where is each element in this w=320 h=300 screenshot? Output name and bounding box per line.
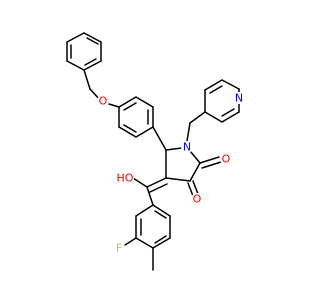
bond (146, 177, 167, 188)
bond (221, 79, 240, 90)
bond (123, 102, 137, 111)
bond (86, 37, 99, 45)
bond (221, 111, 240, 123)
bond (186, 122, 191, 142)
fluorine-label: F (116, 242, 122, 255)
bond (135, 204, 154, 217)
ether-oxygen-label: O (99, 95, 108, 108)
molecule-structure-diagram: O N N O O HO F (66, 32, 245, 271)
bond (165, 177, 191, 182)
bond (189, 162, 201, 182)
bond (83, 69, 91, 90)
bond (192, 180, 199, 195)
bond (66, 60, 85, 71)
bond (209, 85, 223, 94)
bond (108, 103, 120, 108)
hydroxyl-group-atom: HO (116, 172, 134, 185)
bond (152, 204, 171, 217)
ketone-oxygen-upper-label: O (222, 153, 231, 166)
bond (204, 111, 223, 123)
ketone-oxygen-upper-atom: O (220, 153, 232, 166)
bond (132, 177, 148, 188)
bond (118, 96, 137, 108)
bond (152, 237, 171, 249)
atom-label-layer: O N N O O HO F (97, 92, 245, 255)
ring-nitrogen-atom: N (181, 141, 193, 154)
bond (124, 237, 137, 246)
bond (154, 235, 167, 244)
bond (135, 237, 154, 249)
bond (135, 96, 154, 108)
bond (83, 60, 102, 71)
bond (84, 58, 97, 66)
bond (123, 124, 137, 133)
bond (154, 210, 167, 219)
bond (149, 183, 168, 193)
bond (165, 147, 183, 151)
ether-oxygen-atom: O (97, 95, 109, 108)
bond (135, 126, 154, 138)
ketone-oxygen-lower-label: O (193, 193, 202, 206)
bond-layer (66, 32, 240, 271)
hydroxyl-label: HO (117, 172, 134, 185)
bond (189, 150, 201, 164)
ring-nitrogen-label: N (183, 141, 191, 154)
bond (66, 32, 85, 43)
bond (83, 32, 102, 43)
bond (187, 182, 194, 197)
bond (146, 186, 154, 206)
bond (152, 126, 167, 151)
ketone-oxygen-lower-atom: O (191, 193, 203, 206)
bond (199, 156, 220, 164)
fluorine-atom: F (113, 242, 125, 255)
pyridine-nitrogen-label: N (235, 92, 243, 105)
pyridine-nitrogen-atom: N (233, 92, 245, 105)
bond (189, 111, 206, 124)
bond (201, 161, 222, 169)
bond (221, 108, 235, 117)
bond (118, 126, 137, 138)
bond (204, 79, 223, 91)
